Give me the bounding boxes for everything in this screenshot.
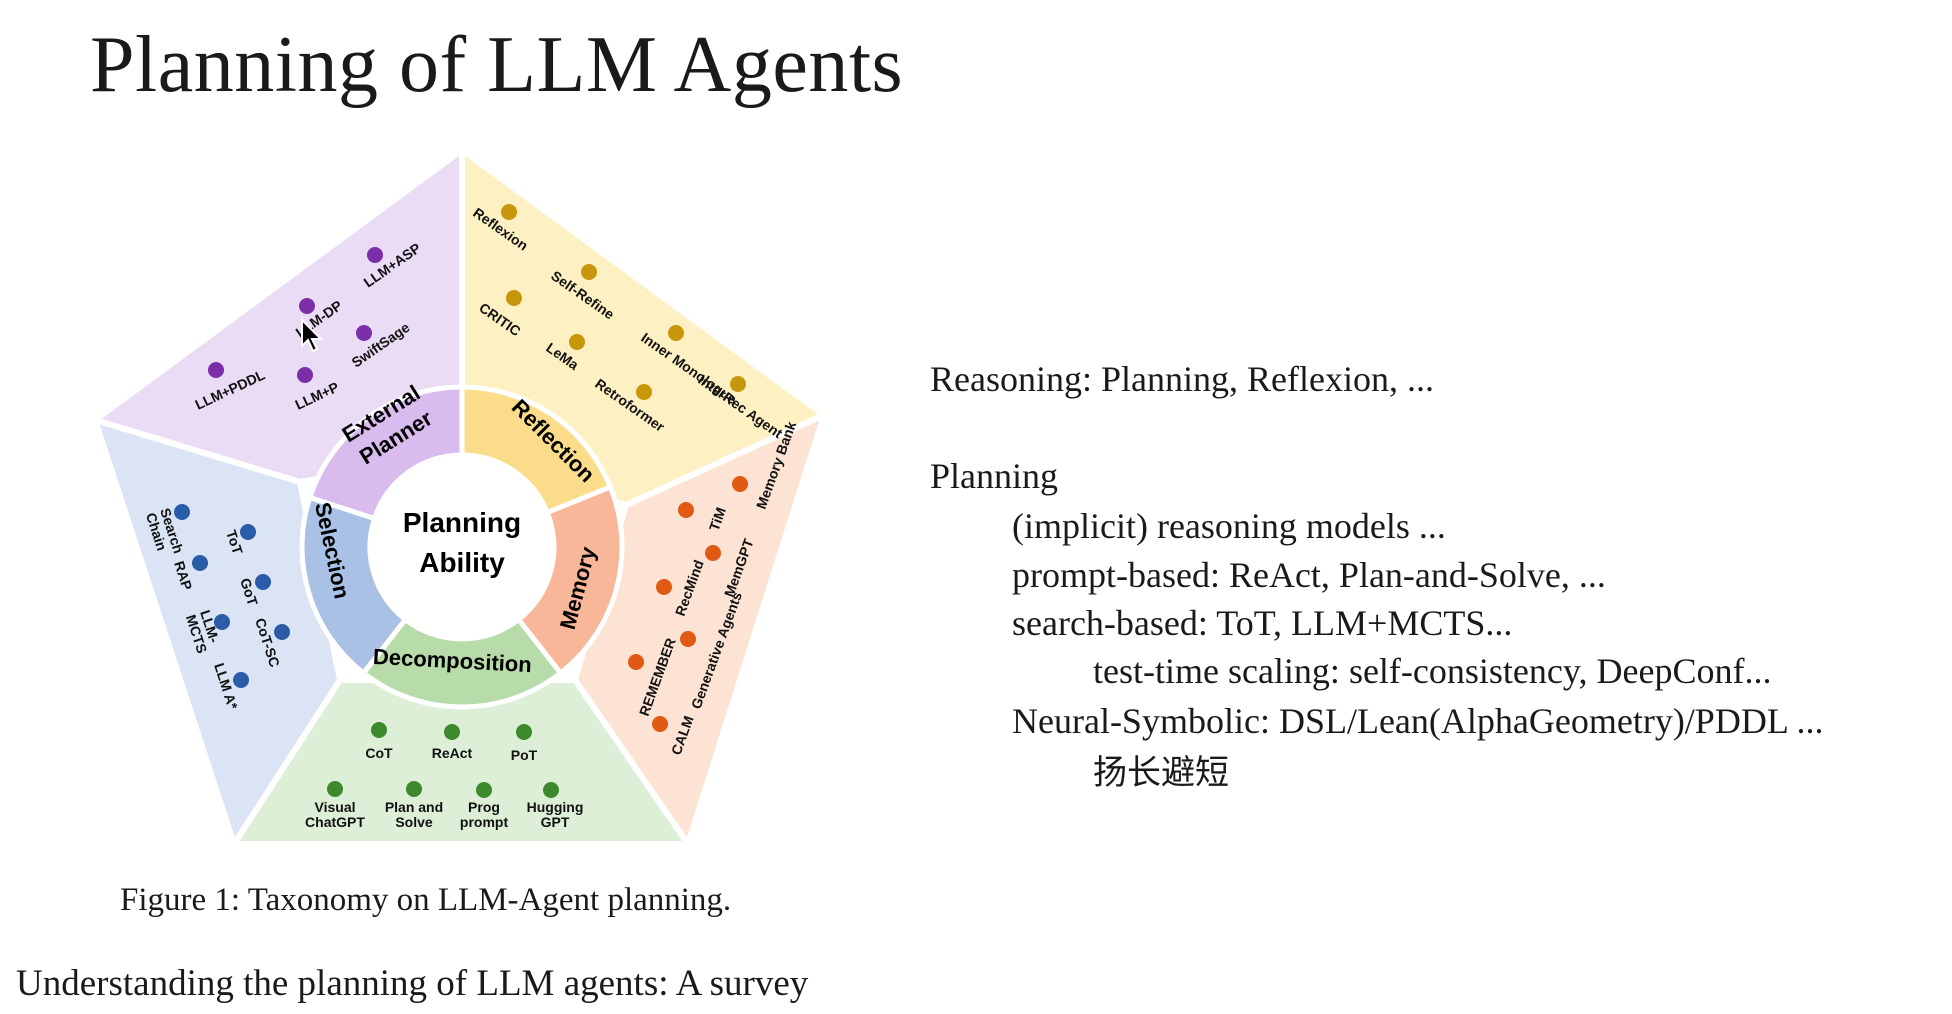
slide-title: Planning of LLM Agents <box>90 21 904 109</box>
note-planning: Planning <box>930 456 1059 496</box>
dot-recmind <box>656 579 672 595</box>
dot-retroformer <box>636 384 652 400</box>
note-reasoning: Reasoning: Planning, Reflexion, ... <box>930 359 1434 399</box>
item-tot: ToT <box>223 528 246 557</box>
dot-generative-agents <box>680 631 696 647</box>
dot-llm-mcts <box>214 614 230 630</box>
item-react: ReAct <box>432 745 473 761</box>
dot-self-refine <box>581 264 597 280</box>
figure-caption: Figure 1: Taxonomy on LLM-Agent planning… <box>120 882 732 918</box>
dot-hugging-gpt <box>543 782 559 798</box>
dot-tot <box>240 524 256 540</box>
dot-search-chain <box>174 504 190 520</box>
dot-memory-bank <box>732 476 748 492</box>
dot-lema <box>569 334 585 350</box>
taxonomy-diagram: Planning Ability External Planner Reflec… <box>88 144 830 851</box>
note-neural-symbolic: Neural-Symbolic: DSL/Lean(AlphaGeometry)… <box>1012 701 1824 741</box>
dot-llm-p <box>297 367 313 383</box>
dot-plan-and-solve <box>406 781 422 797</box>
dot-cot <box>371 722 387 738</box>
dot-interrec-agent <box>730 376 746 392</box>
note-prompt-based: prompt-based: ReAct, Plan-and-Solve, ... <box>1012 555 1606 595</box>
dot-inner-monologue <box>668 325 684 341</box>
mouse-pointer-icon <box>301 318 324 353</box>
dot-llm-pddl <box>208 362 224 378</box>
dot-visual-chatgpt <box>327 781 343 797</box>
dot-llm-dp <box>299 298 315 314</box>
item-pot: PoT <box>511 747 538 763</box>
dot-cot-sc <box>274 624 290 640</box>
note-search-based: search-based: ToT, LLM+MCTS... <box>1012 603 1513 643</box>
center-label-line1: Planning <box>403 507 521 538</box>
dot-pot <box>516 724 532 740</box>
dot-memgpt <box>705 545 721 561</box>
dot-reflexion <box>501 204 517 220</box>
dot-tim <box>678 502 694 518</box>
sector-selection <box>90 415 344 851</box>
dot-calm <box>652 716 668 732</box>
dot-prog-prompt <box>476 782 492 798</box>
note-chinese: 扬长避短 <box>1093 753 1229 793</box>
note-implicit: (implicit) reasoning models ... <box>1012 506 1446 546</box>
dot-react <box>444 724 460 740</box>
source-citation: Understanding the planning of LLM agents… <box>16 963 809 1004</box>
item-cot: CoT <box>365 745 393 761</box>
center-circle <box>370 455 554 639</box>
dot-llm-asp <box>367 247 383 263</box>
dot-remember <box>628 654 644 670</box>
dot-llm-astar <box>233 672 249 688</box>
dot-critic <box>506 290 522 306</box>
note-test-time-scaling: test-time scaling: self-consistency, Dee… <box>1093 651 1772 691</box>
dot-swiftsage <box>356 325 372 341</box>
dot-rap <box>192 555 208 571</box>
center-label-line2: Ability <box>419 547 505 578</box>
item-tim: TiM <box>706 505 729 533</box>
dot-got <box>255 574 271 590</box>
